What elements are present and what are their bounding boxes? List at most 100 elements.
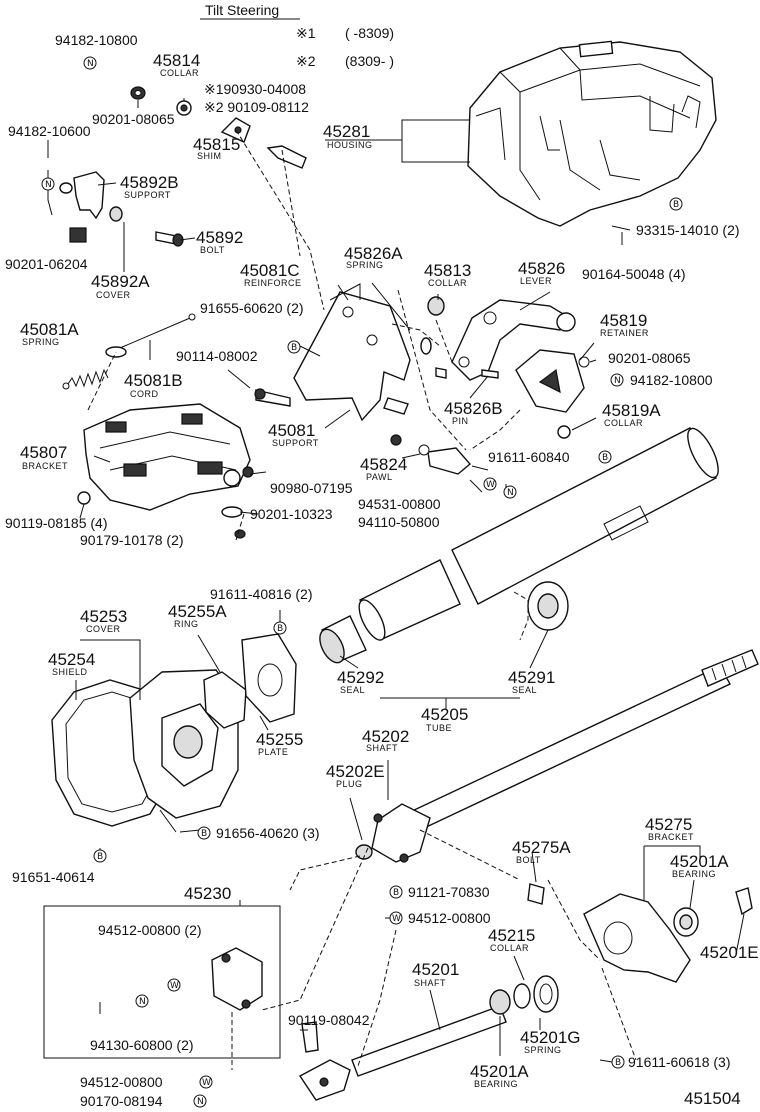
part-label-45275-name: BRACKET — [648, 832, 694, 842]
part-label-45201: 45201 — [412, 960, 459, 979]
b-symbol: B — [669, 197, 683, 211]
part-label-45892-name: BOLT — [200, 245, 225, 255]
part-label-190930-04008: ※190930-04008 — [204, 81, 306, 97]
part-label-45205-name: TUBE — [426, 723, 452, 733]
diagram-title: Tilt Steering — [205, 2, 279, 18]
part-label-45819A-name: COLLAR — [604, 418, 643, 428]
part-label-93315-14010: 93315-14010 (2) — [636, 222, 740, 238]
part-label-45081A-name: SPRING — [22, 337, 60, 347]
part-label-94182-10800-right: 94182-10800 — [630, 372, 713, 388]
part-label-45255A-name: RING — [174, 619, 199, 629]
part-label-90119-08042: 90119-08042 — [288, 1012, 370, 1028]
part-label-94512-00800-mid: 94512-00800 — [408, 910, 491, 926]
b-symbol: B — [389, 885, 403, 899]
part-label-90201-08065-right: 90201-08065 — [608, 350, 691, 366]
b-symbol: B — [611, 1055, 625, 1069]
part-label-45253: 45253 — [80, 607, 127, 626]
part-label-94531-00800: 94531-00800 — [358, 496, 441, 512]
part-label-45892A-name: COVER — [96, 290, 131, 300]
shield-cover-drawing — [51, 633, 297, 827]
part-label-45826-name: LEVER — [520, 276, 552, 286]
svg-text:N: N — [507, 488, 514, 498]
tube-drawing — [319, 427, 719, 664]
part-label-45826A-name: SPRING — [346, 260, 384, 270]
housing-drawing — [467, 40, 717, 227]
part-label-45892B: 45892B — [120, 173, 179, 192]
svg-text:B: B — [97, 852, 103, 862]
w-symbol: W — [167, 978, 181, 992]
part-label-45201A-bot: 45201A — [470, 1062, 529, 1081]
part-label-45255A: 45255A — [168, 602, 227, 621]
part-label-45215-name: COLLAR — [490, 943, 529, 953]
n-symbol: N — [83, 56, 97, 70]
part-label-45081C: 45081C — [240, 261, 300, 280]
part-label-45201G-name: SPRING — [524, 1045, 562, 1055]
part-label-91656-40620: 91656-40620 (3) — [216, 825, 320, 841]
part-label-45201-name: SHAFT — [414, 978, 446, 988]
part-label-45255: 45255 — [256, 730, 303, 749]
b-symbol: B — [197, 826, 211, 840]
note1-mark: ※1 — [296, 25, 316, 41]
part-label-45824: 45824 — [360, 455, 407, 474]
part-label-45826B: 45826B — [444, 399, 503, 418]
part-label-45892: 45892 — [196, 228, 243, 247]
part-label-45275A-name: BOLT — [516, 855, 541, 865]
svg-text:W: W — [170, 981, 179, 991]
part-label-45824-name: PAWL — [366, 472, 393, 482]
part-label-45202E-name: PLUG — [336, 779, 363, 789]
note2-range: (8309- ) — [345, 53, 394, 69]
svg-text:N: N — [45, 180, 52, 190]
n-symbol: N — [610, 373, 624, 387]
part-label-45253-name: COVER — [86, 624, 121, 634]
part-label-45826A: 45826A — [344, 244, 403, 263]
lever-retainer-drawing — [435, 299, 590, 439]
part-label-45255-name: PLATE — [258, 747, 288, 757]
n-symbol: N — [503, 485, 517, 499]
n-symbol: N — [41, 177, 55, 191]
part-label-90201-10323: 90201-10323 — [250, 506, 333, 522]
part-label-45291: 45291 — [508, 668, 555, 687]
part-label-45819: 45819 — [600, 311, 647, 330]
part-label-91651-40614: 91651-40614 — [12, 869, 95, 885]
part-label-45275A: 45275A — [512, 838, 571, 857]
circled-symbols: N N B B N B W N B B B B W W N W N B — [41, 56, 683, 1108]
svg-text:B: B — [602, 453, 608, 463]
bracket-45275-drawing — [527, 883, 753, 983]
part-label-45205: 45205 — [421, 705, 468, 724]
part-label-91121-70830: 91121-70830 — [408, 884, 490, 900]
part-label-45201A-bot-name: BEARING — [474, 1079, 518, 1089]
box-45230-drawing — [43, 905, 281, 1059]
part-label-45081B-name: CORD — [130, 389, 159, 399]
part-label-45807: 45807 — [20, 443, 67, 462]
part-label-90114-08002: 90114-08002 — [176, 348, 258, 364]
part-label-45215: 45215 — [488, 926, 535, 945]
support-45081-drawing — [254, 283, 445, 422]
part-label-45819A: 45819A — [602, 401, 661, 420]
part-label-45292-name: SEAL — [340, 685, 365, 695]
part-label-45081: 45081 — [268, 421, 315, 440]
w-symbol: W — [199, 1075, 213, 1089]
svg-text:W: W — [392, 914, 401, 924]
shaft-45202-drawing — [355, 649, 759, 863]
part-label-45813-name: COLLAR — [428, 278, 467, 288]
part-label-94110-50800: 94110-50800 — [358, 514, 440, 530]
svg-text:N: N — [197, 1097, 204, 1107]
part-label-45281-name: HOUSING — [327, 140, 373, 150]
part-label-45254-name: SHIELD — [52, 667, 88, 677]
part-label-91611-60618: 91611-60618 (3) — [628, 1054, 730, 1070]
part-label-45230: 45230 — [184, 884, 231, 903]
part-label-90980-07195: 90980-07195 — [270, 480, 353, 496]
n-symbol: N — [135, 994, 149, 1008]
part-label-91611-60840: 91611-60840 — [488, 449, 570, 465]
part-label-90119-08185: 90119-08185 (4) — [5, 515, 107, 531]
n-symbol: N — [193, 1094, 207, 1108]
svg-text:B: B — [277, 624, 283, 634]
part-label-90164-50048: 90164-50048 (4) — [582, 266, 686, 282]
b-symbol: B — [598, 450, 612, 464]
part-label-45202E: 45202E — [326, 762, 385, 781]
part-label-45813: 45813 — [424, 261, 471, 280]
svg-text:W: W — [486, 480, 495, 490]
part-label-45254: 45254 — [48, 650, 95, 669]
part-label-45081C-name: REINFORCE — [244, 278, 302, 288]
